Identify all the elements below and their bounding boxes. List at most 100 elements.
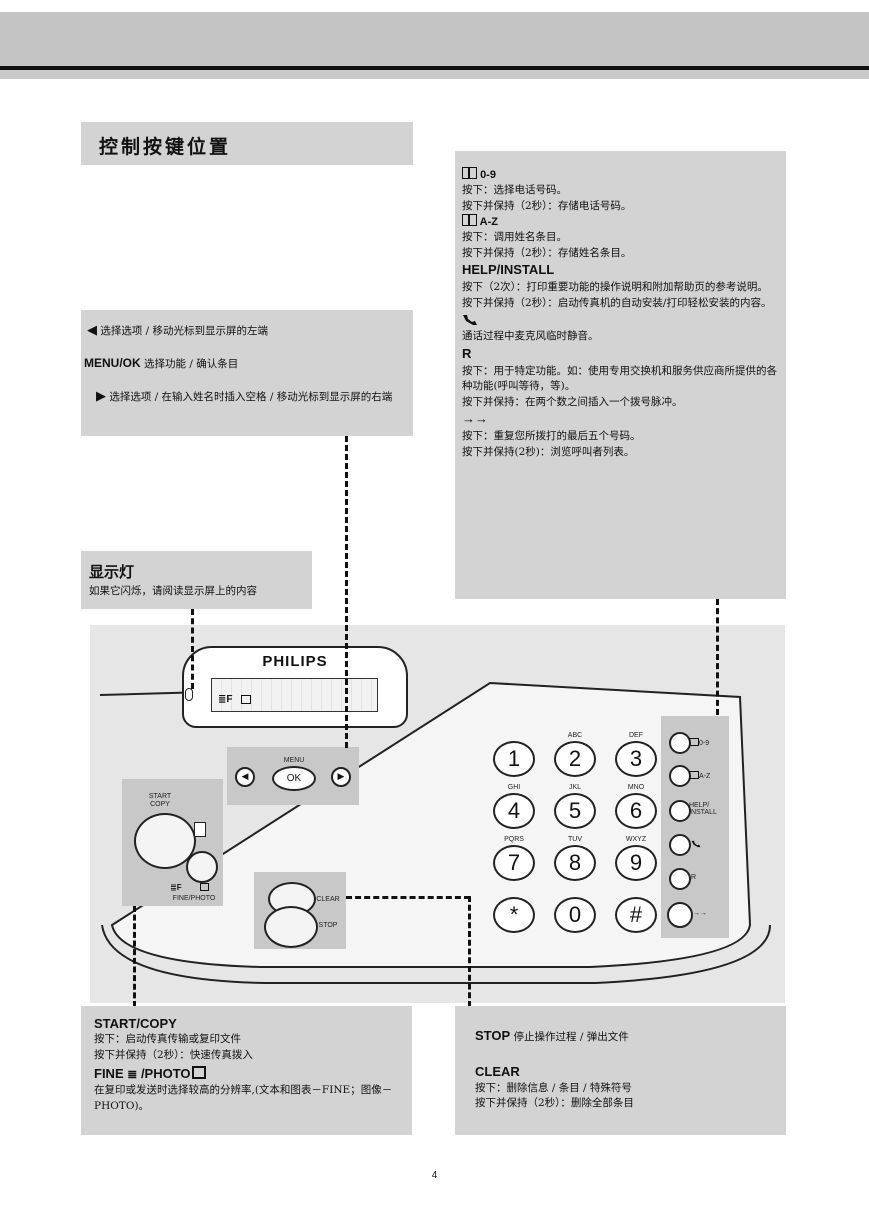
leader-display-light (191, 609, 194, 689)
mute-icon (463, 315, 477, 325)
fine-photo-label: FINE/PHOTO (172, 895, 216, 902)
side-help-label: HELP/ INSTALL (689, 802, 717, 816)
clear-stop-panel: CLEAR STOP (254, 872, 346, 949)
heading-box: 控制按键位置 (81, 122, 413, 165)
key-1[interactable]: 1 (493, 741, 535, 777)
redial-heading: →→ (462, 411, 488, 426)
clear-line-1: 按下：删除信息 / 条目 / 特殊符号 (475, 1081, 632, 1094)
key-3[interactable]: 3 (615, 741, 657, 777)
clear-label: CLEAR (316, 896, 340, 903)
key-8[interactable]: 8 (554, 845, 596, 881)
key-7[interactable]: 7 (493, 845, 535, 881)
start-copy-heading: START/COPY (94, 1016, 177, 1031)
book-09-heading: 0-9 (462, 167, 780, 183)
side-r-label: R (691, 874, 697, 881)
key-letters: DEF (629, 732, 643, 739)
start-panel: START COPY ≣F FINE/PHOTO (122, 779, 223, 906)
display-light-title: 显示灯 (89, 564, 135, 581)
side-redial-label: →→ (693, 910, 707, 917)
leader-start (133, 906, 136, 1007)
header-rule (0, 66, 869, 70)
side-book-09-button[interactable] (669, 732, 691, 754)
clear-heading: CLEAR (475, 1063, 520, 1079)
fine-icon: ≣ (127, 1067, 138, 1081)
header-band (0, 70, 869, 79)
start-copy-box: START/COPY 按下：启动传真传输或复印文件 按下并保持（2秒）：快速传真… (81, 1006, 412, 1135)
photo-small-icon (200, 883, 209, 891)
book-az-line-2: 按下并保持（2秒）：存储姓名条目。 (462, 246, 632, 259)
side-mute-button[interactable] (669, 834, 691, 856)
key-letters: WXYZ (625, 836, 647, 843)
key-hash[interactable]: # (615, 897, 657, 933)
menu-keys-box: ◀ 选择选项 / 移动光标到显示屏的左端 MENU/OK 选择功能 / 确认条目… (81, 310, 413, 436)
phonebook-icon (462, 214, 477, 226)
brand-logo: PHILIPS (262, 653, 328, 670)
side-redial-button[interactable] (667, 902, 693, 928)
display-unit: PHILIPS ≣F (182, 646, 408, 728)
side-mute-icon (691, 840, 701, 848)
clear-line-2: 按下并保持（2秒）：删除全部条目 (475, 1097, 634, 1109)
side-book-az-button[interactable] (669, 765, 691, 787)
page-title: 控制按键位置 (99, 137, 232, 158)
right-arrow-desc: ▶ 选择选项 / 在输入姓名时插入空格 / 移动光标到显示屏的右端 (96, 389, 393, 404)
help-line-2: 按下并保持（2秒）：启动传真机的自动安装/打印轻松安装的内容。 (462, 296, 772, 309)
leader-menu (345, 436, 348, 748)
stop-clear-box: STOP 停止操作过程 / 弹出文件 CLEAR 按下：删除信息 / 条目 / … (455, 1006, 786, 1135)
menu-ok-desc: MENU/OK 选择功能 / 确认条目 (84, 356, 239, 370)
key-letters: PQRS (504, 836, 524, 843)
menu-small-label: MENU (283, 757, 305, 764)
display-light-led (185, 688, 193, 701)
key-letters: TUV (568, 836, 582, 843)
start-copy-button[interactable] (134, 813, 196, 869)
key-letters: ABC (567, 732, 583, 739)
phonebook-icon (462, 167, 477, 179)
key-letters: MNO (627, 784, 645, 791)
key-0[interactable]: 0 (554, 897, 596, 933)
fine-small-icon: ≣F (170, 883, 182, 892)
leader-clear-v (468, 896, 471, 1007)
stop-desc: STOP 停止操作过程 / 弹出文件 (475, 1028, 629, 1043)
book-09-line-2: 按下并保持（2秒）：存储电话号码。 (462, 199, 632, 212)
stop-button[interactable] (264, 906, 318, 948)
left-arrow-icon: ◀ (87, 323, 97, 338)
stop-label: STOP (318, 922, 338, 929)
side-book-az-label: A-Z (689, 771, 721, 780)
help-line-1: 按下（2次）：打印重要功能的操作说明和附加帮助页的参考说明。 (462, 281, 768, 293)
key-5[interactable]: 5 (554, 793, 596, 829)
ok-button[interactable]: OK (272, 766, 316, 791)
side-help-button[interactable] (669, 800, 691, 822)
mute-line-1: 通话过程中麦克风临时静音。 (462, 330, 599, 342)
book-az-line-1: 按下：调用姓名条目。 (462, 231, 567, 243)
right-arrow-icon: ▶ (96, 389, 106, 404)
mute-heading (462, 311, 780, 329)
key-2[interactable]: 2 (554, 741, 596, 777)
book-09-line-1: 按下：选择电话号码。 (462, 184, 567, 196)
leader-clear-h (346, 896, 470, 899)
leader-side-keys (716, 599, 719, 715)
fine-photo-button[interactable] (186, 851, 218, 883)
page-number: 4 (431, 1170, 438, 1181)
left-arrow-desc: ◀ 选择选项 / 移动光标到显示屏的左端 (87, 323, 269, 338)
fine-photo-heading: FINE ≣ /PHOTO (94, 1066, 406, 1083)
key-6[interactable]: 6 (615, 793, 657, 829)
redial-line-2: 按下并保持(2秒)：浏览呼叫者列表。 (462, 445, 635, 458)
side-r-button[interactable] (669, 868, 691, 890)
start-line-1: 按下：启动传真传输或复印文件 (94, 1033, 241, 1045)
r-line-1: 按下：用于特定功能。如：使用专用交换机和服务供应商所提供的各种功能(呼叫等待，等… (462, 364, 777, 393)
document-icon (194, 822, 206, 837)
key-4[interactable]: 4 (493, 793, 535, 829)
key-star[interactable]: * (493, 897, 535, 933)
side-keys-panel: 0-9 A-Z HELP/ INSTALL R →→ (661, 716, 729, 938)
key-9[interactable]: 9 (615, 845, 657, 881)
start-line-2: 按下并保持（2秒）：快速传真拨入 (94, 1048, 253, 1061)
book-az-heading: A-Z (462, 214, 780, 230)
right-arrow-button[interactable]: ▶ (331, 767, 351, 787)
key-letters: GHI (507, 784, 521, 791)
fine-indicator: ≣F (218, 694, 233, 705)
left-arrow-button[interactable]: ◀ (235, 767, 255, 787)
lcd-screen: ≣F (211, 678, 378, 712)
fine-photo-text: 在复印或发送时选择较高的分辨率,(文本和图表－FINE；图像－PHOTO)。 (94, 1084, 393, 1112)
photo-icon (191, 1066, 206, 1079)
redial-line-1: 按下：重复您所拨打的最后五个号码。 (462, 430, 641, 442)
